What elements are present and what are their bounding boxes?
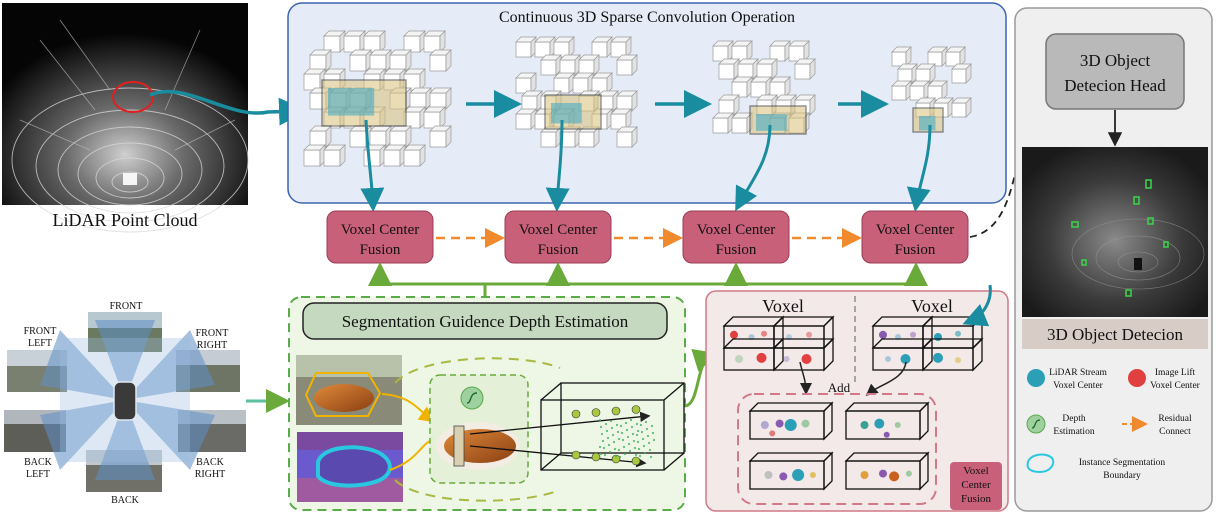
svg-text:Estimation: Estimation [1053, 427, 1094, 437]
car-image [296, 355, 402, 425]
svg-text:3D Object Detecion: 3D Object Detecion [1047, 325, 1183, 344]
svg-text:Fusion: Fusion [961, 493, 991, 505]
svg-text:LEFT: LEFT [26, 469, 50, 480]
svg-text:Voxel Center: Voxel Center [519, 222, 597, 238]
legend: LiDAR Stream Voxel Center Image Lift Vox… [1026, 367, 1201, 481]
lidar-point-cloud-image [2, 3, 249, 233]
fusion-box-2: Voxel Center Fusion [504, 210, 612, 264]
svg-text:Instance Segmentation: Instance Segmentation [1079, 458, 1166, 468]
svg-text:Voxel Center: Voxel Center [876, 222, 954, 238]
svg-text:3D Object: 3D Object [1080, 51, 1151, 70]
svg-text:Depth: Depth [1062, 414, 1085, 424]
svg-text:Voxel Center: Voxel Center [1150, 381, 1201, 391]
image-voxel-legend-icon [1128, 369, 1146, 387]
voxel-grid-stages [303, 30, 972, 167]
voxel-grid-stage-3 [712, 40, 816, 135]
svg-text:Voxel Center: Voxel Center [1053, 381, 1104, 391]
fused-voxel-group [737, 393, 937, 505]
svg-text:BACK: BACK [111, 495, 140, 506]
depth-sample-points [571, 405, 656, 466]
svg-text:RIGHT: RIGHT [195, 469, 226, 480]
fusion-box-3: Voxel Center Fusion [682, 210, 790, 264]
lidar-voxel-input-arrow [962, 284, 992, 327]
svg-text:LEFT: LEFT [28, 338, 52, 349]
svg-text:Add: Add [828, 380, 851, 395]
instance-boundary-legend-icon [1026, 453, 1055, 474]
lidar-to-conv-arrow [149, 89, 307, 126]
car-crop-image [436, 422, 520, 470]
depth-estimation-icon [460, 386, 484, 410]
svg-text:Voxel: Voxel [963, 465, 988, 477]
voxel-add-arrows [799, 361, 907, 396]
svg-text:RIGHT: RIGHT [197, 340, 228, 351]
segmentation-title-box: Segmentation Guidence Depth Estimation [302, 302, 668, 340]
svg-text:Segmentation Guidence Depth Es: Segmentation Guidence Depth Estimation [342, 312, 629, 331]
svg-text:Fusion: Fusion [538, 242, 579, 258]
svg-text:LiDAR Stream: LiDAR Stream [1049, 368, 1107, 378]
detection-caption-box: 3D Object Detecion [1022, 319, 1208, 349]
svg-text:BACK: BACK [196, 457, 225, 468]
voxel-grid-stage-2 [515, 36, 638, 148]
surround-camera-layout [4, 312, 246, 492]
svg-text:Center: Center [961, 479, 991, 491]
ellipse-loop-top [394, 357, 561, 384]
svg-text:Boundary: Boundary [1103, 471, 1141, 481]
svg-text:Voxel Center: Voxel Center [341, 222, 419, 238]
svg-text:FRONT: FRONT [24, 326, 57, 337]
lidar-voxel-legend-icon [1027, 369, 1045, 387]
svg-text:FRONT: FRONT [196, 328, 229, 339]
detection-result-image [1022, 147, 1208, 317]
crop-arrow [381, 393, 436, 423]
voxel-grid-stage-1 [303, 30, 452, 167]
svg-text:FRONT: FRONT [110, 301, 143, 312]
depth-estimation-legend-icon [1026, 414, 1046, 434]
voxel-grid-stage-4 [891, 46, 972, 133]
svg-text:Connect: Connect [1159, 427, 1191, 437]
voxel-panel-cubes [722, 315, 984, 491]
svg-text:Fusion: Fusion [360, 242, 401, 258]
svg-text:Voxel: Voxel [911, 296, 953, 316]
fusion-box-4: Voxel Center Fusion [861, 210, 969, 264]
svg-text:BACK: BACK [24, 457, 53, 468]
fusion-box-1: Voxel Center Fusion [326, 210, 434, 264]
depth-voxel-box [540, 382, 685, 471]
svg-text:Fusion: Fusion [716, 242, 757, 258]
sparse-conv-panel [287, 2, 1007, 204]
detection-head-box: 3D Object Detecion Head [1045, 33, 1185, 110]
svg-text:Detecion Head: Detecion Head [1064, 76, 1166, 95]
svg-text:Voxel Center: Voxel Center [697, 222, 775, 238]
svg-text:Voxel: Voxel [762, 296, 804, 316]
svg-text:Fusion: Fusion [895, 242, 936, 258]
lidar-caption: LiDAR Point Cloud [52, 210, 197, 230]
seg-to-fusion-arrows [368, 262, 928, 298]
conv-to-fusion-arrows [360, 119, 932, 212]
svg-text:Image Lift: Image Lift [1155, 367, 1196, 378]
segmentation-mask-image [297, 432, 403, 502]
svg-text:Residual: Residual [1158, 414, 1192, 424]
sparse-conv-title: Continuous 3D Sparse Convolution Operati… [499, 9, 795, 26]
voxel-fusion-tag: Voxel Center Fusion [950, 462, 1002, 510]
